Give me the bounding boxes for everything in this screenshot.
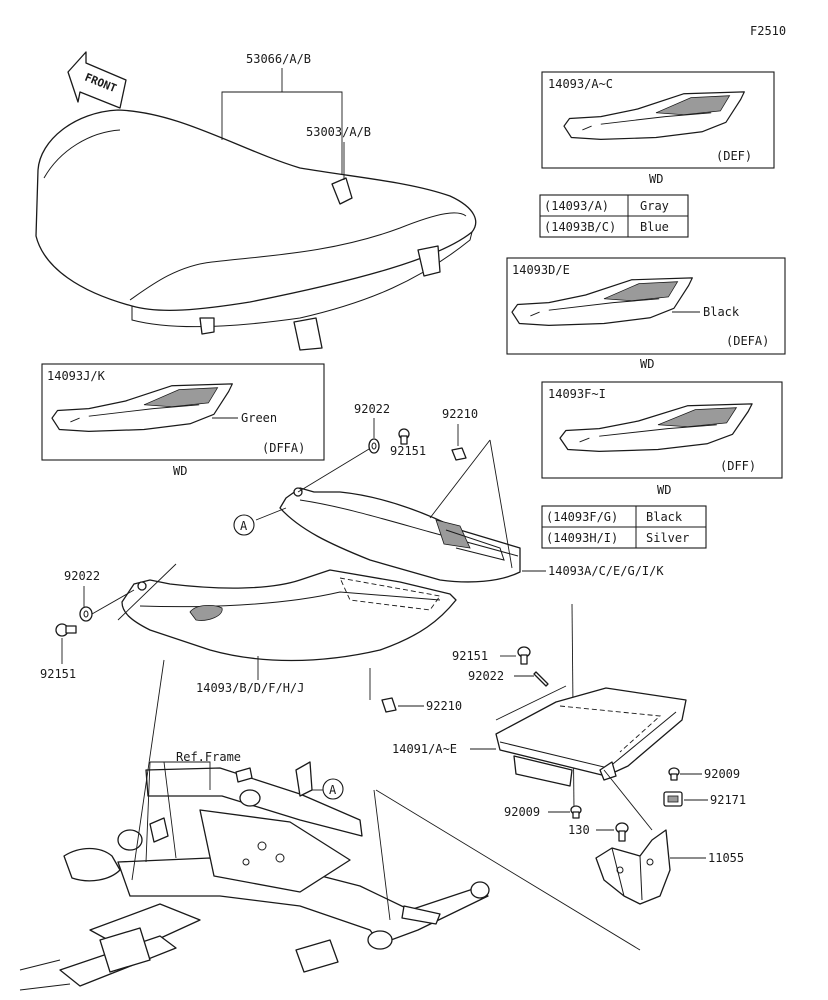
cover-right-label: 14093A/C/E/G/I/K: [548, 564, 664, 578]
variant-caption: WD: [649, 172, 663, 186]
ref-frame-leader: [150, 761, 211, 790]
guide-line: [373, 789, 641, 951]
nut-bottom-label: 92210: [426, 699, 462, 713]
clip-nut-icon: [381, 697, 397, 713]
nut-top-label: 92210: [442, 407, 478, 421]
variant-box-a-c: 14093/A~C (DEF): [541, 71, 775, 169]
bracket-14091: [495, 687, 687, 787]
variant-caption: WD: [173, 464, 187, 478]
bolt-icon: [615, 822, 629, 842]
frame-guide-lines: [145, 761, 177, 863]
bracket-label: 14091/A~E: [392, 742, 457, 756]
variant-box-d-e: 14093D/E Black (DEFA): [506, 257, 786, 355]
variant-caption: WD: [657, 483, 671, 497]
color-name: Blue: [640, 220, 669, 234]
color-table-1: (14093/A) Gray (14093B/C) Blue: [539, 194, 689, 238]
part-130-label: 130: [568, 823, 590, 837]
color-code: (14093/A): [544, 199, 609, 213]
variant-note: Green: [241, 411, 277, 425]
marker-a2-label: A: [329, 783, 337, 797]
color-code: (14093F/G): [546, 510, 618, 524]
nut-guide-lines: [429, 439, 513, 569]
washer-icon: [533, 671, 549, 687]
variant-id: 14093/A~C: [548, 77, 613, 91]
washer-rear-label: 92022: [468, 669, 504, 683]
side-cover-right: [279, 487, 521, 583]
seat-illustration: [35, 109, 477, 351]
bracket-guide: [495, 685, 567, 721]
variant-id: 14093D/E: [512, 263, 570, 277]
color-name: Black: [646, 510, 683, 524]
clip-nut-icon: [451, 447, 467, 461]
color-code: (14093H/I): [546, 531, 618, 545]
connector-92171: [663, 791, 683, 807]
variant-tag: (DFF): [720, 459, 756, 473]
washer-icon: [79, 606, 93, 622]
variant-id: 14093J/K: [47, 369, 106, 383]
screw-icon: [668, 767, 680, 781]
part-92171-label: 92171: [710, 793, 746, 807]
seat-emblem-label: 53003/A/B: [306, 125, 371, 139]
fastener-line: [297, 445, 375, 493]
part-11055-label: 11055: [708, 851, 744, 865]
guide-line: [131, 659, 165, 881]
color-table-2: (14093F/G) Black (14093H/I) Silver: [541, 505, 707, 549]
fastener-line: [91, 589, 135, 615]
screw-left-label: 92151: [40, 667, 76, 681]
color-code: (14093B/C): [544, 220, 616, 234]
seat-assy-label: 53066/A/B: [246, 52, 311, 66]
color-name: Silver: [646, 531, 689, 545]
marker-a-leader: [255, 507, 287, 521]
screw-9209-a-label: 92009: [704, 767, 740, 781]
variant-id: 14093F~I: [548, 387, 606, 401]
bracket-11055: [595, 829, 671, 905]
ref-frame-label: Ref.Frame: [176, 750, 241, 764]
cover-left-guide: [117, 563, 177, 621]
variant-tag: (DEF): [716, 149, 752, 163]
screw-icon: [55, 623, 77, 637]
cover-left-label: 14093/B/D/F/H/J: [196, 681, 304, 695]
screw-9209-b-label: 92009: [504, 805, 540, 819]
front-arrow-icon: FRONT: [67, 51, 127, 109]
bracket-11055-guide: [603, 769, 653, 831]
screw-icon: [398, 428, 410, 445]
screw-rear-label: 92151: [452, 649, 488, 663]
frame-illustration: [19, 761, 490, 991]
washer-icon: [368, 438, 380, 454]
variant-box-j-k: 14093J/K Green (DFFA): [41, 363, 325, 461]
screw-icon: [570, 805, 582, 819]
washer-left-label: 92022: [64, 569, 100, 583]
marker-a2-circle: [322, 778, 344, 800]
marker-a-circle: [233, 514, 255, 536]
color-name: Gray: [640, 199, 669, 213]
figure-code: F2510: [750, 24, 786, 38]
variant-note: Black: [703, 305, 740, 319]
side-cover-left: [121, 569, 457, 662]
variant-caption: WD: [640, 357, 654, 371]
marker-a-label: A: [240, 519, 248, 533]
washer-top-label: 92022: [354, 402, 390, 416]
variant-tag: (DFFA): [262, 441, 305, 455]
screw-icon: [517, 646, 531, 665]
variant-tag: (DEFA): [726, 334, 769, 348]
screw-top-label: 92151: [390, 444, 426, 458]
variant-box-f-i: 14093F~I (DFF): [541, 381, 783, 479]
